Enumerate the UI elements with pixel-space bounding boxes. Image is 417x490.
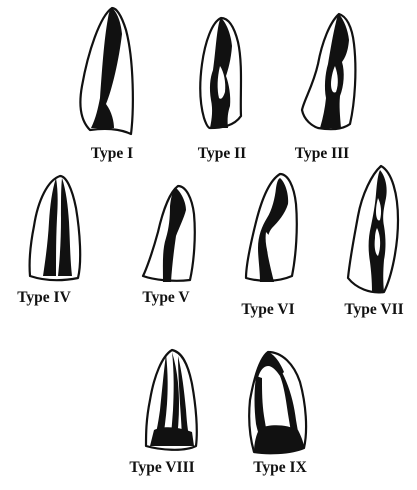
tooth-type-5 bbox=[143, 186, 195, 282]
label-type-7: Type VII bbox=[344, 301, 403, 318]
tooth-type-8 bbox=[146, 350, 197, 450]
label-type-6: Type VI bbox=[241, 301, 294, 318]
tooth-type-1 bbox=[80, 8, 132, 134]
tooth-type-2 bbox=[200, 18, 241, 128]
label-type-5: Type V bbox=[142, 289, 190, 306]
label-type-1: Type I bbox=[91, 145, 133, 162]
tooth-type-3 bbox=[302, 14, 355, 129]
tooth-type-4 bbox=[30, 176, 81, 280]
label-type-3: Type III bbox=[295, 145, 349, 162]
tooth-type-6 bbox=[246, 174, 297, 282]
label-type-9: Type IX bbox=[253, 459, 307, 476]
label-type-4: Type IV bbox=[17, 289, 71, 306]
tooth-type-7 bbox=[348, 166, 398, 292]
label-type-2: Type II bbox=[198, 145, 246, 162]
tooth-type-9 bbox=[249, 352, 306, 453]
label-type-8: Type VIII bbox=[129, 459, 194, 476]
